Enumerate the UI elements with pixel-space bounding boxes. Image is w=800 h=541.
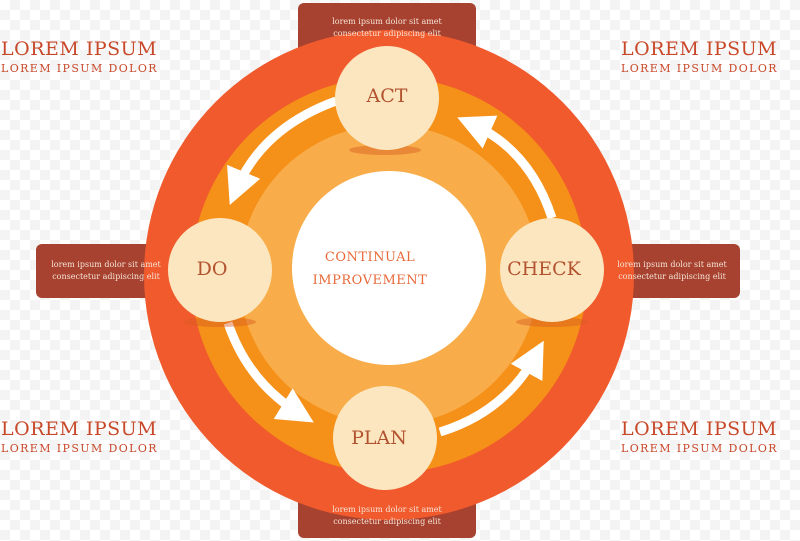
center-title-line: CONTINUAL — [324, 250, 416, 265]
act-node — [335, 46, 439, 150]
arrow-check-to-act — [457, 115, 557, 220]
right-note: lorem ipsum dolor sit amet consectetur a… — [604, 259, 740, 283]
bottom-note: lorem ipsum dolor sit amet consectetur a… — [298, 504, 476, 528]
corner-title: LOREM IPSUM — [1, 38, 158, 60]
check-node — [500, 218, 604, 322]
note-line: consectetur adipiscing elit — [333, 29, 441, 38]
corner-caption-bottom-left: LOREM IPSUM LOREM IPSUM DOLOR — [1, 418, 171, 456]
do-node — [168, 218, 272, 322]
note-line: lorem ipsum dolor sit amet — [332, 505, 442, 514]
note-line: consectetur adipiscing elit — [618, 272, 726, 281]
corner-caption-top-left: LOREM IPSUM LOREM IPSUM DOLOR — [1, 38, 171, 76]
corner-title: LOREM IPSUM — [621, 38, 778, 60]
top-note: lorem ipsum dolor sit amet consectetur a… — [298, 16, 476, 40]
note-line: lorem ipsum dolor sit amet — [51, 260, 161, 269]
left-note: lorem ipsum dolor sit amet consectetur a… — [36, 259, 176, 283]
arrow-do-to-plan — [223, 321, 314, 423]
do-label: DO — [196, 258, 228, 280]
arrow-act-to-do — [227, 96, 338, 205]
arrow-plan-to-check — [438, 340, 544, 437]
plan-node — [333, 386, 437, 490]
act-label: ACT — [366, 85, 408, 107]
center-title: CONTINUAL IMPROVEMENT — [300, 246, 440, 292]
note-line: lorem ipsum dolor sit amet — [332, 17, 442, 26]
act-node-shadow — [349, 145, 421, 155]
corner-subtitle: LOREM IPSUM DOLOR — [1, 442, 158, 455]
corner-title: LOREM IPSUM — [621, 418, 778, 440]
check-label: CHECK — [507, 258, 581, 280]
center-disc — [292, 171, 486, 365]
corner-caption-top-right: LOREM IPSUM LOREM IPSUM DOLOR — [621, 38, 791, 76]
corner-subtitle: LOREM IPSUM DOLOR — [621, 62, 778, 75]
note-line: consectetur adipiscing elit — [333, 517, 441, 526]
corner-title: LOREM IPSUM — [1, 418, 158, 440]
center-title-line: IMPROVEMENT — [312, 273, 428, 288]
note-line: consectetur adipiscing elit — [52, 272, 160, 281]
corner-caption-bottom-right: LOREM IPSUM LOREM IPSUM DOLOR — [621, 418, 791, 456]
corner-subtitle: LOREM IPSUM DOLOR — [621, 442, 778, 455]
corner-subtitle: LOREM IPSUM DOLOR — [1, 62, 158, 75]
plan-label: PLAN — [351, 427, 407, 449]
note-line: lorem ipsum dolor sit amet — [617, 260, 727, 269]
right-note-tab — [600, 244, 740, 298]
